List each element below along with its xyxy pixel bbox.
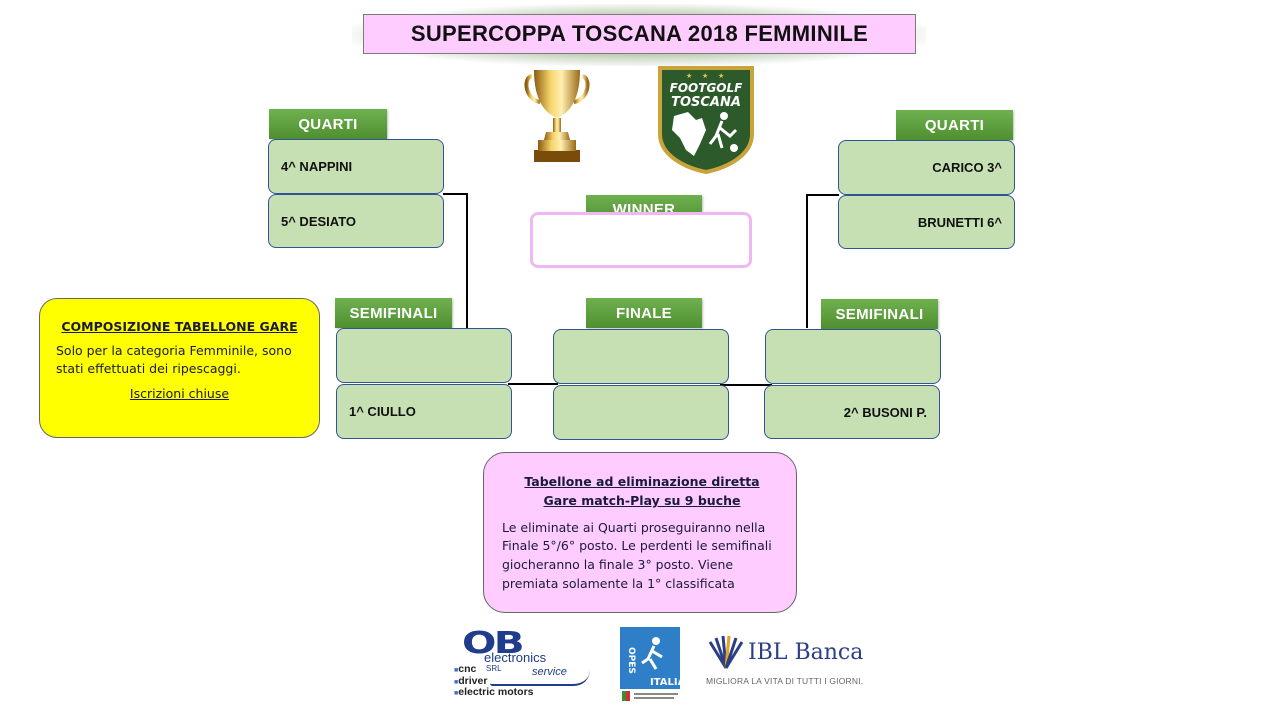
slot-semifinali-left-1 xyxy=(336,328,512,383)
header-finale: FINALE xyxy=(586,298,702,328)
rules-text: Le eliminate ai Quarti proseguiranno nel… xyxy=(502,519,772,591)
connector-line xyxy=(806,194,839,196)
slot-semifinali-right-1 xyxy=(765,329,941,384)
ob-electronics-logo: OB electronics SRL service cnc driver el… xyxy=(450,626,595,698)
ob-list-item: cnc xyxy=(454,663,476,675)
rules-title-line1: Tabellone ad eliminazione diretta xyxy=(524,474,760,489)
logo-text-line1: FOOTGOLF xyxy=(670,81,743,95)
rules-box: Tabellone ad eliminazione diretta Gare m… xyxy=(483,452,797,613)
header-semifinali-right: SEMIFINALI xyxy=(821,299,938,329)
player-name: CARICO 3^ xyxy=(932,160,1002,175)
header-quarti-left: QUARTI xyxy=(269,109,387,139)
svg-text:OPES: OPES xyxy=(626,647,636,674)
player-name: BRUNETTI 6^ xyxy=(917,214,1002,230)
ibl-banca-logo: IBL Banca MIGLIORA LA VITA DI TUTTI I GI… xyxy=(704,634,874,686)
slot-semifinali-left-2: 1^ CIULLO xyxy=(336,384,512,439)
ob-mark: OB xyxy=(462,626,525,661)
logo-text-line2: TOSCANA xyxy=(671,95,741,110)
connector-line xyxy=(508,383,558,385)
connector-line xyxy=(720,384,772,386)
opes-italia-logo-icon: OPES ITALIA xyxy=(620,627,680,701)
header-semifinali-left: SEMIFINALI xyxy=(335,298,452,328)
ob-list: cnc driver electric motors xyxy=(454,663,534,699)
slot-finale-2 xyxy=(553,385,729,440)
header-quarti-right: QUARTI xyxy=(896,110,1013,140)
iscrizioni-link[interactable]: Iscrizioni chiuse xyxy=(129,386,230,402)
connector-line xyxy=(806,194,808,328)
slot-quarti-left-1: 4^ NAPPINI xyxy=(268,139,444,194)
ob-srl-text: SRL xyxy=(486,664,502,673)
slot-quarti-right-2: BRUNETTI 6^ xyxy=(838,195,1015,249)
player-name: 5^ DESIATO xyxy=(281,213,357,229)
slot-quarti-right-1: CARICO 3^ xyxy=(838,140,1015,195)
page-title: SUPERCOPPA TOSCANA 2018 FEMMINILE xyxy=(363,14,916,54)
winner-box xyxy=(530,212,752,268)
composition-box: COMPOSIZIONE TABELLONE GARE Solo per la … xyxy=(39,298,320,438)
ibl-name: IBL Banca xyxy=(748,640,864,665)
connector-line xyxy=(466,193,468,328)
svg-text:ITALIA: ITALIA xyxy=(650,677,680,688)
player-name: 2^ BUSONI P. xyxy=(843,404,927,420)
footgolf-toscana-logo-icon: ★ ★ ★ FOOTGOLF TOSCANA xyxy=(658,66,754,175)
ob-electronics-text: electronics xyxy=(484,650,547,665)
composition-title: COMPOSIZIONE TABELLONE GARE xyxy=(61,319,298,334)
slot-finale-1 xyxy=(553,329,729,384)
player-name: 1^ CIULLO xyxy=(349,404,416,419)
composition-text: Solo per la categoria Femminile, sono st… xyxy=(56,343,292,377)
player-name: 4^ NAPPINI xyxy=(281,159,353,174)
ob-swoosh xyxy=(490,670,590,686)
slot-semifinali-right-2: 2^ BUSONI P. xyxy=(764,385,940,439)
ibl-tagline: MIGLIORA LA VITA DI TUTTI I GIORNI. xyxy=(706,676,864,686)
ibl-fan-icon xyxy=(708,635,744,669)
slot-quarti-left-2: 5^ DESIATO xyxy=(268,194,444,248)
svg-text:★: ★ xyxy=(686,72,692,80)
rules-title-line2: Gare match-Play su 9 buche xyxy=(543,492,741,508)
connector-line xyxy=(443,193,467,195)
ob-list-item: driver xyxy=(454,675,487,687)
ob-list-item: electric motors xyxy=(454,686,534,698)
svg-text:★: ★ xyxy=(718,72,724,80)
svg-text:★: ★ xyxy=(702,72,708,80)
trophy-icon xyxy=(524,70,590,162)
